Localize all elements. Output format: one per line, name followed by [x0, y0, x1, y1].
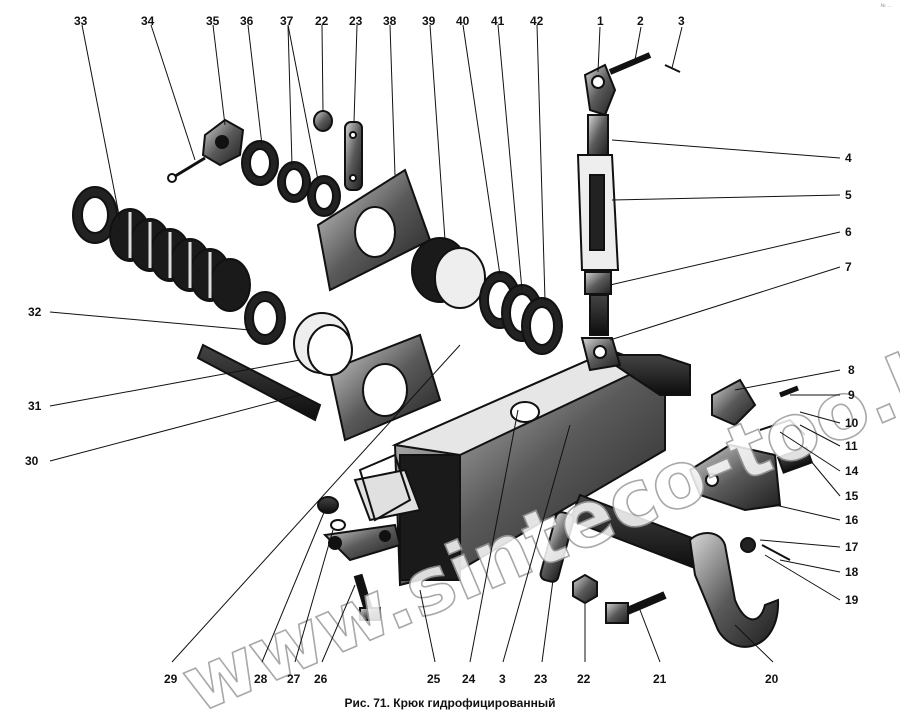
- callout-3-bottom: 3: [499, 672, 506, 686]
- parts-illustration: [72, 52, 814, 648]
- callout-32: 32: [28, 305, 42, 319]
- bolt-part-21: [623, 591, 667, 616]
- leader-lines: [49, 24, 841, 663]
- callout-17: 17: [845, 540, 859, 554]
- callout-25: 25: [427, 672, 441, 686]
- callout-2: 2: [637, 14, 644, 28]
- rod-part-31: [196, 343, 322, 422]
- callout-41: 41: [491, 14, 505, 28]
- callout-7: 7: [845, 260, 852, 274]
- cotter-part-34: [171, 156, 206, 180]
- callout-31: 31: [28, 399, 42, 413]
- callout-15: 15: [845, 489, 859, 503]
- callout-39: 39: [422, 14, 436, 28]
- figure-caption: Рис. 71. Крюк гидрофицированный: [344, 696, 556, 710]
- callout-29: 29: [164, 672, 178, 686]
- callout-34: 34: [141, 14, 155, 28]
- callout-23-top: 23: [349, 14, 363, 28]
- callout-36: 36: [240, 14, 254, 28]
- callout-23: 23: [534, 672, 548, 686]
- callout-10: 10: [845, 416, 859, 430]
- callout-6: 6: [845, 225, 852, 239]
- callout-42: 42: [530, 14, 544, 28]
- watermark: www.sinteco-too.kz: [170, 311, 900, 723]
- link-part-23: [344, 121, 363, 191]
- callout-33: 33: [74, 14, 88, 28]
- callout-4: 4: [845, 151, 852, 165]
- callout-24: 24: [462, 672, 476, 686]
- hook-part-20: [688, 532, 780, 648]
- callout-14: 14: [845, 464, 859, 478]
- callout-40: 40: [456, 14, 470, 28]
- callout-27: 27: [287, 672, 301, 686]
- callout-22-top: 22: [315, 14, 329, 28]
- bolt-part-2: [608, 52, 652, 75]
- callout-numbers: 1 2 3 4 5 6 7 8 9 10 11 14 15 16 17 18 1…: [25, 14, 859, 686]
- callout-3: 3: [678, 14, 685, 28]
- callout-9: 9: [848, 388, 855, 402]
- callout-16: 16: [845, 513, 859, 527]
- callout-38: 38: [383, 14, 397, 28]
- callout-5: 5: [845, 188, 852, 202]
- callout-8: 8: [848, 363, 855, 377]
- callout-26: 26: [314, 672, 328, 686]
- callout-21: 21: [653, 672, 667, 686]
- eye-bolt-part-1: [583, 63, 617, 117]
- callout-1: 1: [597, 14, 604, 28]
- pin-part-3: [664, 64, 681, 73]
- corner-mark: № ...: [880, 3, 892, 9]
- callout-37: 37: [280, 14, 294, 28]
- nut-part-22: [572, 573, 598, 605]
- callout-30: 30: [25, 454, 39, 468]
- callout-35: 35: [206, 14, 220, 28]
- callout-20: 20: [765, 672, 779, 686]
- bracket-part-8: [711, 378, 757, 427]
- callout-22: 22: [577, 672, 591, 686]
- spring-part-33: [72, 186, 251, 312]
- callout-18: 18: [845, 565, 859, 579]
- bracket-part-16: [688, 443, 782, 512]
- callout-28: 28: [254, 672, 268, 686]
- callout-19: 19: [845, 593, 859, 607]
- callout-11: 11: [845, 439, 858, 453]
